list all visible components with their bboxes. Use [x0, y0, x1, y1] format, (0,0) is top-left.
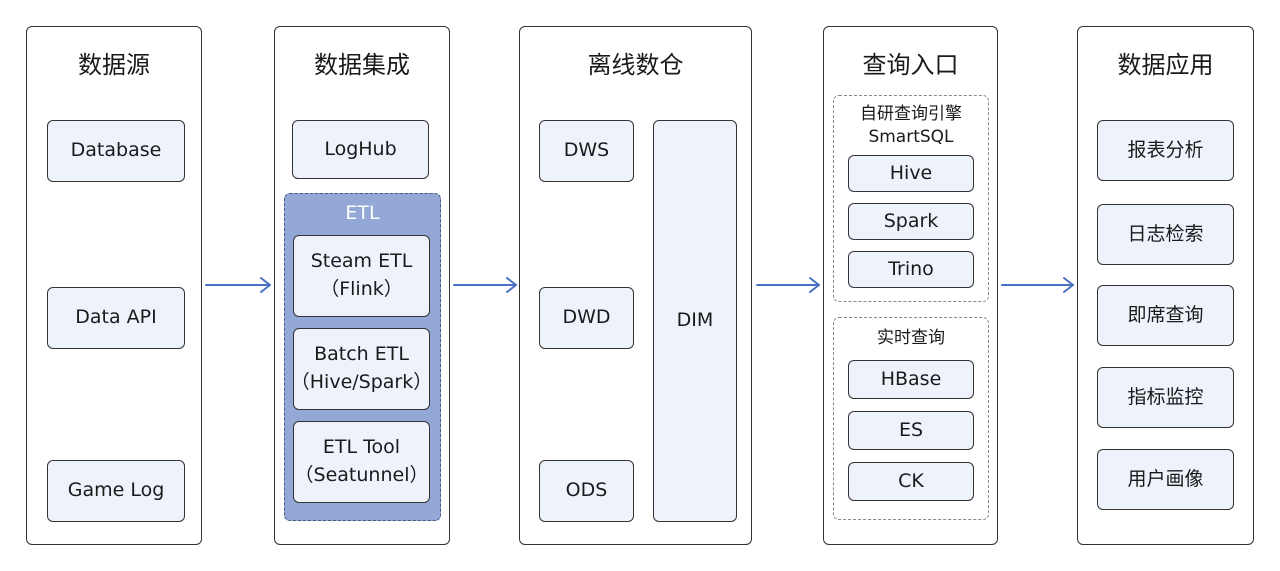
group-title: 自研查询引擎 SmartSQL [834, 103, 988, 149]
group-title-line2: SmartSQL [868, 126, 954, 147]
arrow-source-to-integration-icon [205, 277, 271, 293]
arrow-integration-to-warehouse-icon [453, 277, 517, 293]
node-label: Steam ETL [310, 250, 413, 273]
node-dws: DWS [539, 120, 634, 182]
arrow-query-to-application-icon [1001, 277, 1074, 293]
node-steam-etl: Steam ETL （Flink） [293, 235, 430, 317]
column-data-source: 数据源 [26, 26, 202, 545]
column-title: 离线数仓 [587, 51, 684, 79]
node-label: ETL Tool [322, 436, 401, 459]
node-hive: Hive [848, 155, 974, 192]
node-ods: ODS [539, 460, 634, 522]
column-title: 数据应用 [1117, 51, 1214, 79]
node-log-search: 日志检索 [1097, 204, 1234, 265]
node-sublabel: （Seatunnel） [294, 464, 429, 486]
etl-group-title: ETL [345, 202, 380, 224]
node-sublabel: （Flink） [320, 278, 403, 300]
node-user-profile: 用户画像 [1097, 449, 1234, 510]
node-spark: Spark [848, 203, 974, 240]
node-sublabel: （Hive/Spark） [290, 371, 433, 393]
node-label: Batch ETL [314, 343, 409, 366]
node-adhoc-query: 即席查询 [1097, 285, 1234, 346]
node-ck: CK [848, 462, 974, 501]
node-dwd: DWD [539, 287, 634, 349]
node-loghub: LogHub [292, 120, 429, 179]
node-metric-monitor: 指标监控 [1097, 367, 1234, 428]
group-title-line1: 自研查询引擎 [860, 104, 962, 124]
node-hbase: HBase [848, 360, 974, 399]
node-dim: DIM [653, 120, 737, 522]
column-title: 数据集成 [314, 51, 410, 79]
node-batch-etl: Batch ETL （Hive/Spark） [290, 328, 433, 410]
node-database: Database [47, 120, 185, 182]
group-title: 实时查询 [877, 328, 945, 348]
node-game-log: Game Log [47, 460, 185, 522]
column-title: 查询入口 [862, 51, 959, 79]
column-title: 数据源 [78, 51, 150, 79]
node-trino: Trino [848, 251, 974, 288]
node-es: ES [848, 411, 974, 450]
node-report-analysis: 报表分析 [1097, 120, 1234, 181]
arrow-warehouse-to-query-icon [756, 277, 820, 293]
node-data-api: Data API [47, 287, 185, 349]
node-etl-tool: ETL Tool （Seatunnel） [293, 421, 430, 503]
